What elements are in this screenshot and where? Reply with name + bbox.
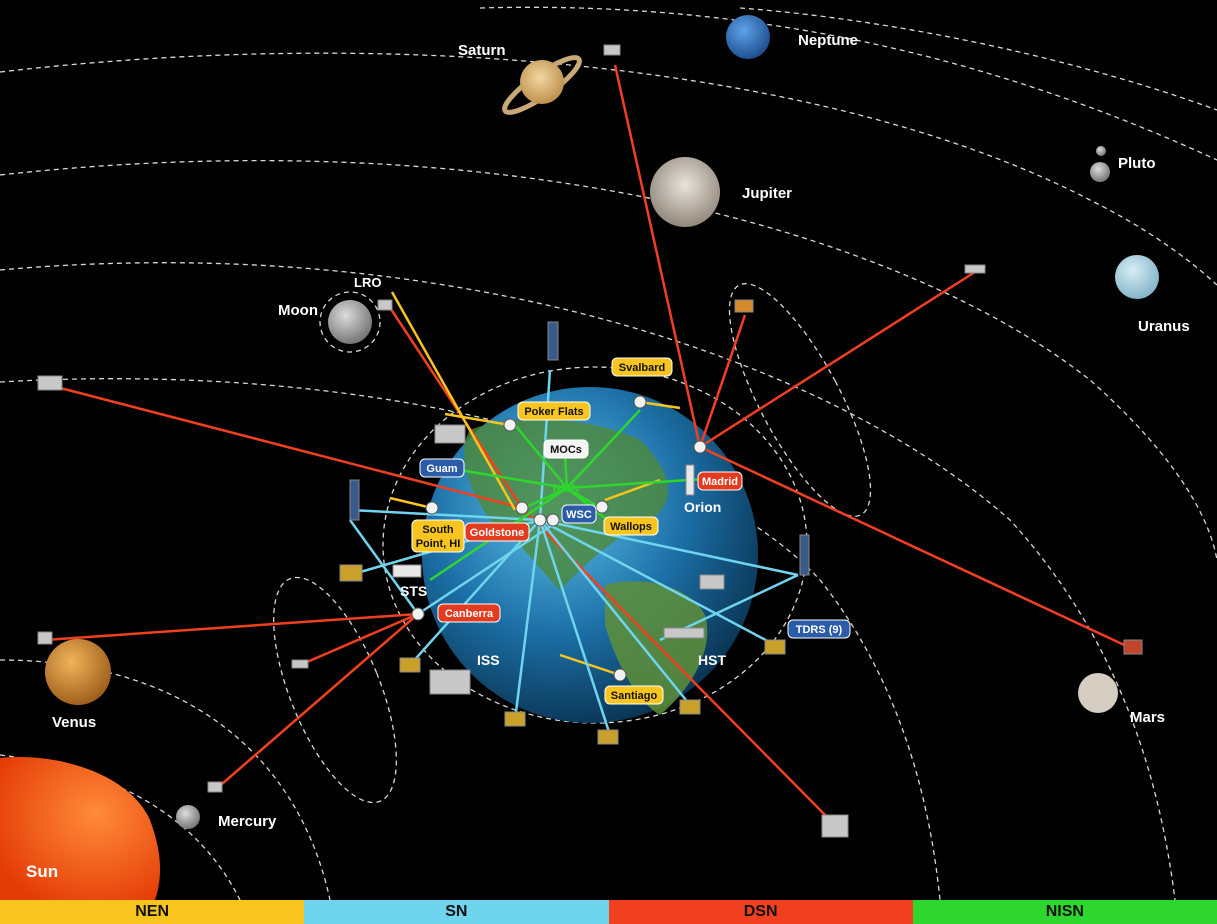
uranus-label: Uranus bbox=[1138, 318, 1190, 335]
svg-text:Poker Flats: Poker Flats bbox=[524, 406, 583, 418]
south-point-tag: South Point, HI bbox=[411, 519, 465, 553]
iss-label: ISS bbox=[477, 652, 500, 668]
mars bbox=[1078, 673, 1118, 713]
mars-label: Mars bbox=[1130, 709, 1165, 726]
sun-label: Sun bbox=[26, 862, 58, 881]
sts-label: STS bbox=[400, 583, 427, 599]
jupiter-label: Jupiter bbox=[742, 185, 792, 202]
legend-nen: NEN bbox=[0, 900, 305, 924]
diagram-canvas: Saturn Neptune Pluto Jupiter Uranus Moon… bbox=[0, 6, 1217, 900]
svg-text:Wallops: Wallops bbox=[610, 521, 652, 533]
svalbard-tag: Svalbard bbox=[611, 357, 673, 377]
hst-label: HST bbox=[698, 652, 726, 668]
svg-text:Canberra: Canberra bbox=[445, 608, 494, 620]
svg-text:Santiago: Santiago bbox=[611, 690, 658, 702]
orbit-lines bbox=[0, 6, 1217, 900]
dish-icons bbox=[411, 395, 707, 682]
canberra-tag: Canberra bbox=[437, 603, 501, 623]
network-diagram: Saturn Neptune Pluto Jupiter Uranus Moon… bbox=[0, 6, 1217, 900]
jupiter bbox=[650, 157, 720, 227]
neptune bbox=[726, 15, 770, 59]
svg-text:TDRS (9): TDRS (9) bbox=[796, 624, 843, 636]
svg-text:MOCs: MOCs bbox=[550, 444, 582, 456]
svg-text:Guam: Guam bbox=[426, 463, 457, 475]
mercury-label: Mercury bbox=[218, 813, 277, 830]
svg-text:Svalbard: Svalbard bbox=[619, 362, 665, 374]
svg-text:Madrid: Madrid bbox=[702, 476, 738, 488]
network-legend: NEN SN DSN NISN bbox=[0, 900, 1217, 924]
venus bbox=[45, 639, 111, 705]
wallops-tag: Wallops bbox=[603, 516, 659, 536]
svg-text:Point, HI: Point, HI bbox=[416, 538, 461, 550]
nisn-hub-label: NISN bbox=[553, 483, 579, 495]
venus-label: Venus bbox=[52, 714, 96, 731]
poker-flats-tag: Poker Flats bbox=[517, 401, 591, 421]
saturn bbox=[502, 55, 582, 115]
links-nen bbox=[389, 291, 681, 677]
pluto-label: Pluto bbox=[1118, 155, 1156, 172]
body-labels: Saturn Neptune Pluto Jupiter Uranus Moon… bbox=[26, 32, 1190, 881]
satellites bbox=[37, 44, 1143, 838]
orion-label: Orion bbox=[684, 499, 721, 515]
moon-label: Moon bbox=[278, 302, 318, 319]
legend-nisn: NISN bbox=[912, 900, 1217, 924]
svg-text:WSC: WSC bbox=[566, 509, 592, 521]
goldstone-tag: Goldstone bbox=[464, 522, 530, 542]
mercury bbox=[176, 805, 200, 829]
links-dsn bbox=[44, 64, 1136, 821]
madrid-tag: Madrid bbox=[697, 471, 743, 491]
wsc-tag: WSC bbox=[561, 504, 597, 524]
uranus bbox=[1115, 255, 1159, 299]
sun bbox=[0, 757, 160, 900]
tdrs-tag: TDRS (9) bbox=[787, 619, 851, 639]
mocs-tag: MOCs bbox=[543, 439, 589, 459]
moon bbox=[328, 300, 372, 344]
legend-sn: SN bbox=[304, 900, 609, 924]
guam-tag: Guam bbox=[419, 458, 465, 478]
svg-text:Goldstone: Goldstone bbox=[470, 527, 524, 539]
neptune-label: Neptune bbox=[798, 32, 858, 49]
pluto bbox=[1090, 146, 1110, 182]
earth bbox=[422, 387, 758, 723]
station-tags: Svalbard Poker Flats MOCs Guam NISN Madr… bbox=[411, 357, 851, 705]
legend-dsn: DSN bbox=[608, 900, 913, 924]
saturn-label: Saturn bbox=[458, 42, 506, 59]
santiago-tag: Santiago bbox=[604, 685, 664, 705]
lro-label: LRO bbox=[354, 275, 381, 290]
svg-text:South: South bbox=[422, 524, 453, 536]
